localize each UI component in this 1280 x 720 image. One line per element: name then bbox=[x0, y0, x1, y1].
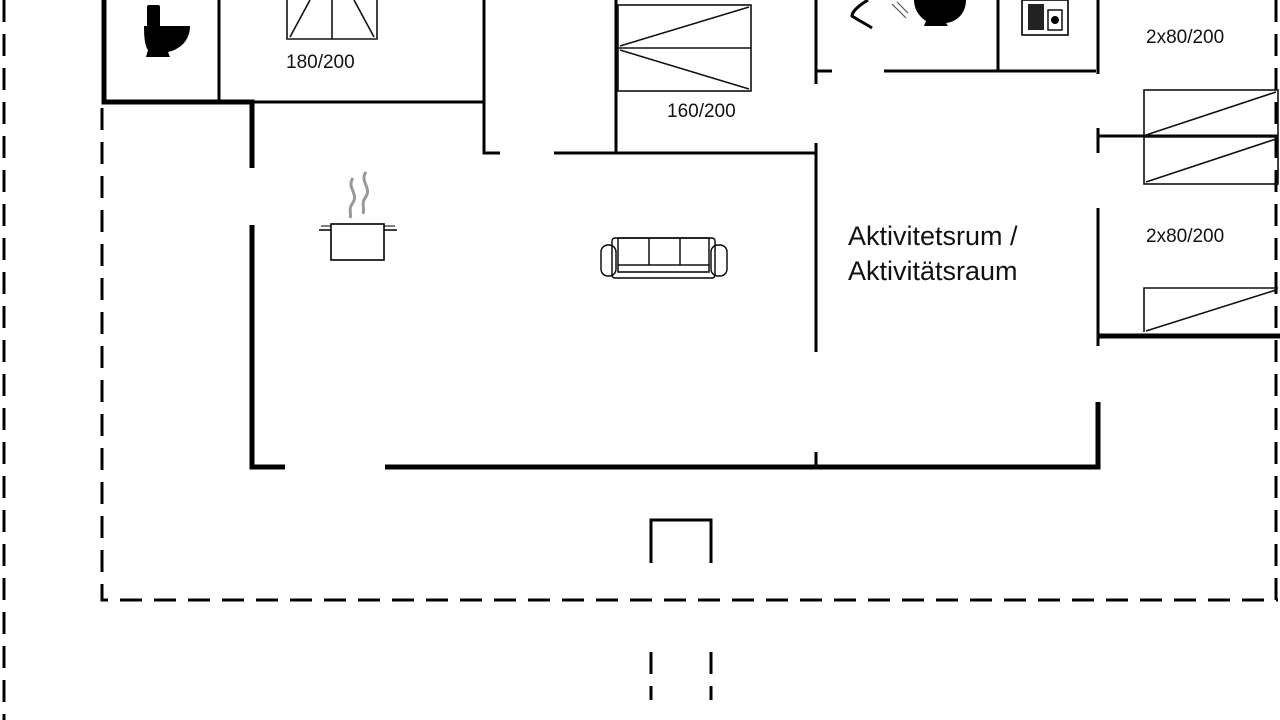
shower-icon bbox=[850, 0, 909, 30]
bed-size-label: 160/200 bbox=[667, 101, 736, 122]
sofa-icon bbox=[600, 237, 728, 279]
room-label-line: Aktivitetsrum / bbox=[848, 221, 1018, 251]
bed-icon bbox=[617, 4, 752, 92]
entrance-step bbox=[649, 518, 713, 563]
bed-size-label: 2x80/200 bbox=[1146, 226, 1225, 247]
interior-walls bbox=[217, 0, 1278, 467]
room-label-line: Aktivitätsraum bbox=[848, 256, 1018, 286]
exterior-walls bbox=[101, 0, 1280, 470]
bed-size-label: 180/200 bbox=[286, 52, 355, 73]
toilet-icon bbox=[144, 5, 190, 57]
washing-machine-icon bbox=[1021, 0, 1069, 36]
bed-icon bbox=[1143, 287, 1278, 332]
toilet-icon bbox=[914, 0, 966, 26]
room-label: Aktivitetsrum / Aktivitätsraum bbox=[848, 219, 1018, 289]
bed-size-label: 2x80/200 bbox=[1146, 27, 1225, 48]
bed-icon bbox=[286, 0, 378, 40]
bed-icon bbox=[1143, 89, 1279, 185]
cooking-pot-icon bbox=[319, 171, 397, 261]
